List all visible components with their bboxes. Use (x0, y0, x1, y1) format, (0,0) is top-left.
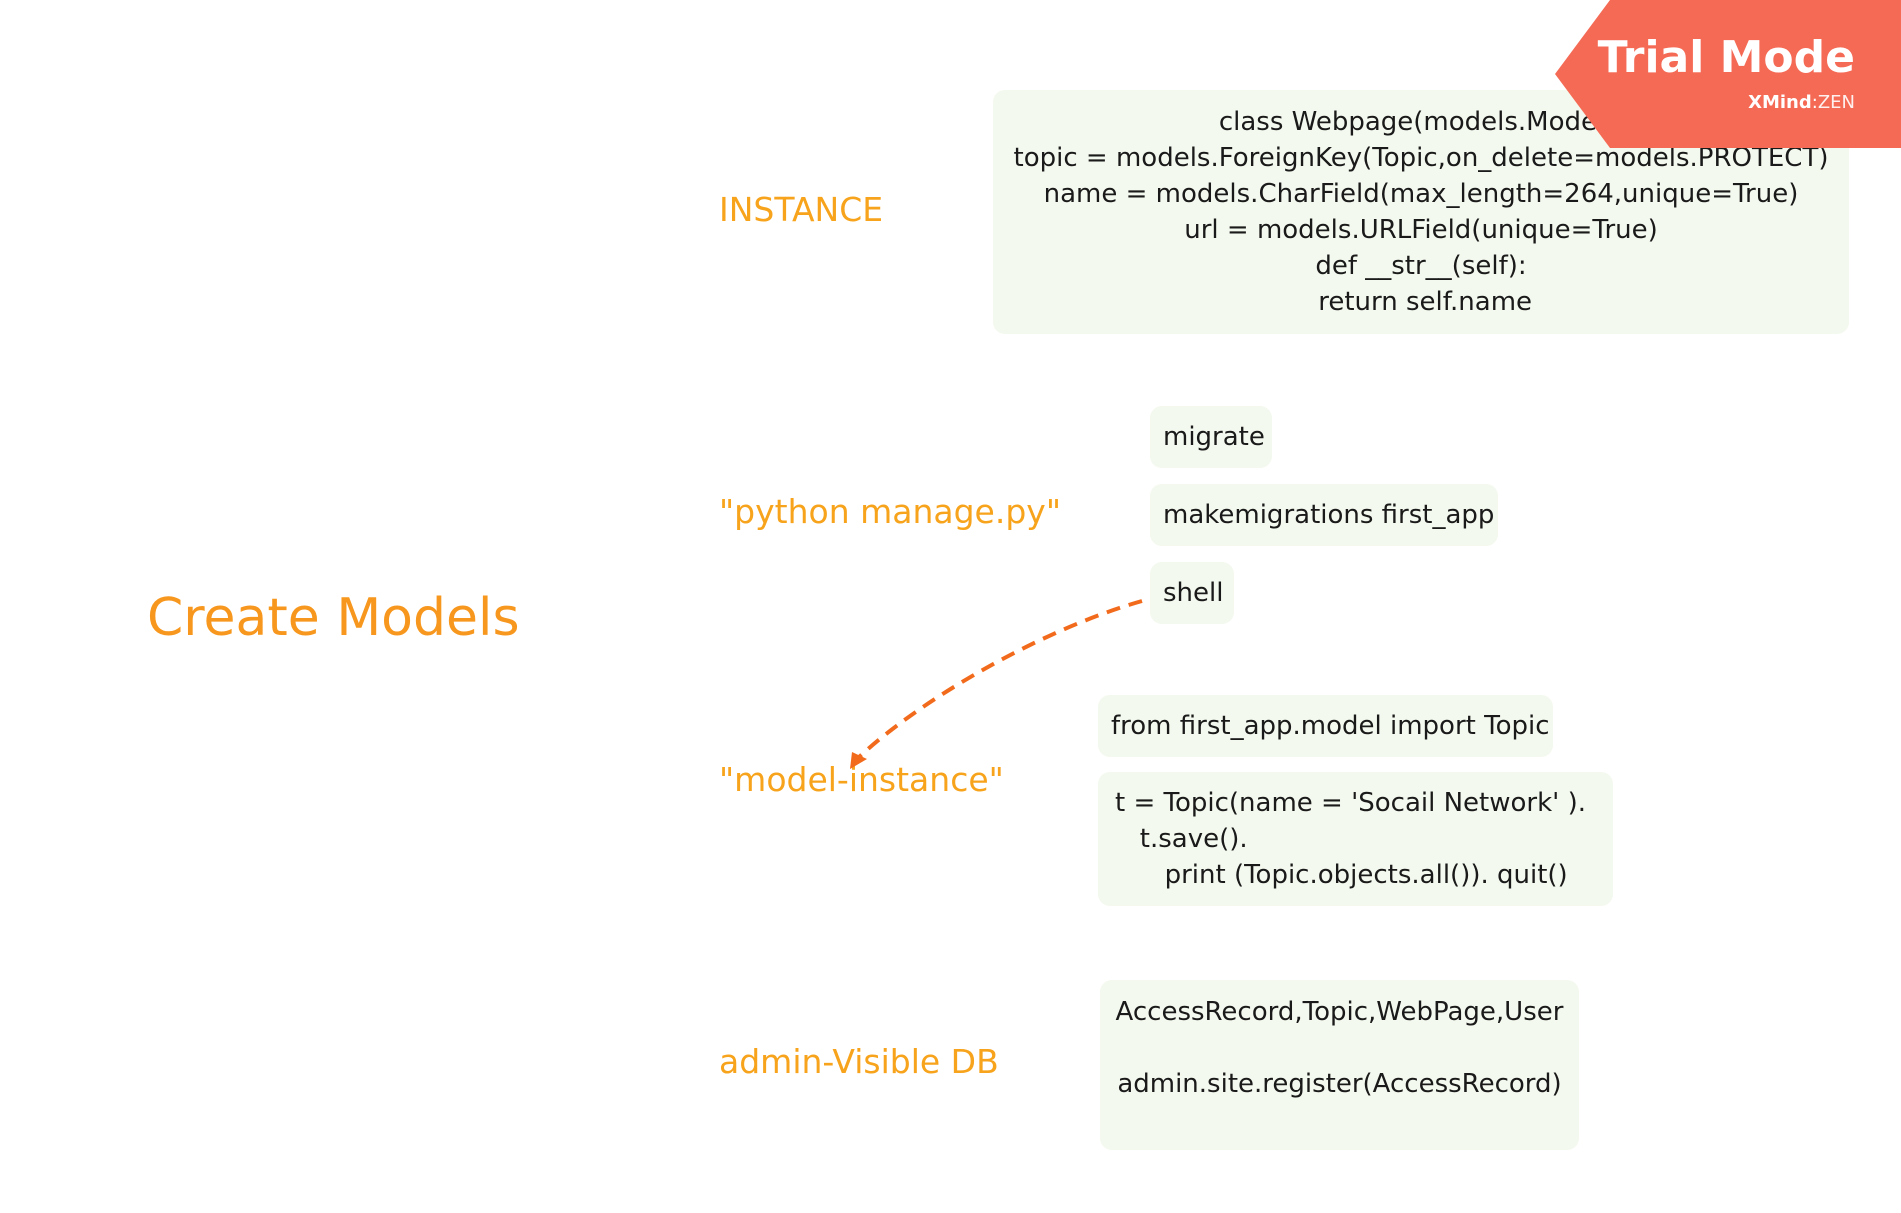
xmind-brand-text: XMind (1748, 92, 1812, 113)
trial-mode-badge[interactable]: Trial Mode XMind:ZEN (1555, 0, 1901, 148)
brand-separator: : (1811, 92, 1818, 113)
branch-python-manage[interactable]: "python manage.py" (719, 492, 1062, 531)
trial-badge-shape (1555, 0, 1901, 148)
leaf-import-topic[interactable]: from first_app.model import Topic (1098, 695, 1553, 757)
xmind-zen-logo: XMind:ZEN (1748, 92, 1855, 113)
leaf-migrate[interactable]: migrate (1150, 406, 1272, 468)
leaf-admin-register-code[interactable]: AccessRecord,Topic,WebPage,User admin.si… (1100, 980, 1579, 1150)
leaf-webpage-model-code[interactable]: class Webpage(models.Model): topic = mod… (993, 90, 1849, 334)
branch-instance[interactable]: INSTANCE (719, 190, 884, 229)
branch-model-instance[interactable]: "model-instance" (719, 760, 1004, 799)
zen-edition-text: ZEN (1817, 92, 1855, 113)
branch-admin-visible-db[interactable]: admin-Visible DB (719, 1042, 999, 1081)
leaf-makemigrations[interactable]: makemigrations first_app (1150, 484, 1498, 546)
leaf-shell[interactable]: shell (1150, 562, 1234, 624)
central-topic[interactable]: Create Models (147, 588, 520, 648)
trial-mode-title: Trial Mode (1597, 32, 1855, 83)
leaf-topic-shell-code[interactable]: t = Topic(name = 'Socail Network' ). t.s… (1098, 772, 1613, 906)
